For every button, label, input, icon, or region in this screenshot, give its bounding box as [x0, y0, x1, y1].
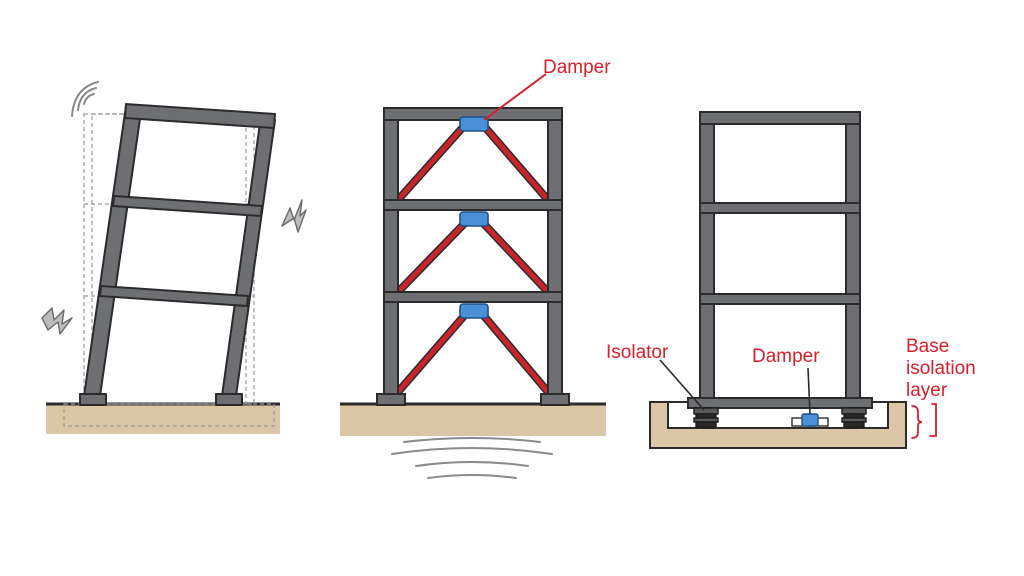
base-damper-label: Damper: [752, 346, 820, 367]
lightning-bolt-icon: [281, 199, 307, 233]
damper-leader-line: [807, 367, 811, 415]
isolator-bearing: [693, 407, 867, 428]
panel-braced-frame: [340, 73, 606, 479]
damper-label: Damper: [543, 57, 611, 78]
diagonal-braces-red: [395, 123, 551, 395]
panel-unprotected-frame: [41, 81, 307, 434]
isolator-leader-line: [659, 359, 705, 411]
base-isolation-label-line3: layer: [906, 380, 948, 401]
damper-leader-line: [483, 73, 547, 121]
diagonal-braces: [394, 122, 552, 396]
vibration-wave-icon: [71, 81, 99, 117]
ground-wave-icon: [391, 437, 553, 479]
lightning-bolt-icon: [41, 307, 73, 335]
brace-damper: [459, 116, 489, 319]
base-isolation-label-line2: isolation: [906, 358, 976, 379]
leaning-frame: [79, 103, 276, 406]
braced-frame-structure: [376, 107, 570, 406]
isolator-label: Isolator: [606, 342, 669, 363]
ground-slab: [46, 404, 280, 434]
ground-slab: [340, 404, 606, 436]
base-damper: [791, 413, 829, 427]
base-isolation-label-line1: Base: [906, 336, 949, 357]
panel-base-isolated-frame: [649, 111, 937, 449]
isolated-frame-structure: [687, 111, 873, 409]
isolation-layer-bracket: [911, 403, 937, 439]
